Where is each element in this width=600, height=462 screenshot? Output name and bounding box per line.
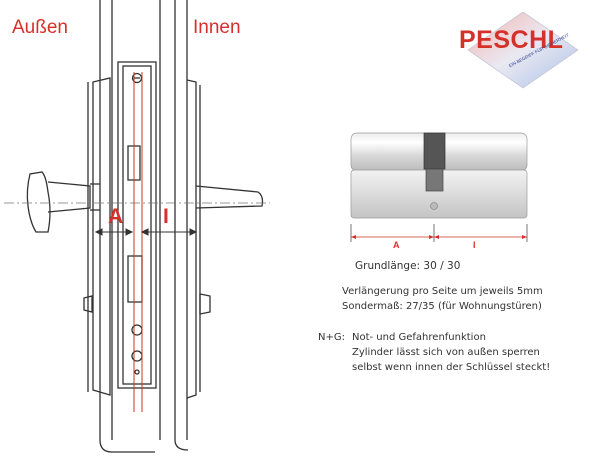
ng-line: Not- und Gefahrenfunktion bbox=[352, 332, 486, 343]
outer-knob bbox=[26, 171, 51, 233]
dimension-a-label: A bbox=[108, 205, 124, 228]
inner-escutcheon bbox=[186, 79, 197, 399]
extension-text: Verlängerung pro Seite um jeweils 5mm bbox=[342, 286, 543, 297]
inside-label: Innen bbox=[193, 17, 241, 38]
cylinder-cam bbox=[423, 132, 446, 170]
door-leaf-left-edge bbox=[99, 0, 155, 453]
lock-forend bbox=[117, 61, 157, 389]
door-leaf-right-edge bbox=[174, 0, 189, 451]
logo-diamond-icon bbox=[467, 11, 579, 89]
special-size-text: Sondermaß: 27/35 (für Wohnungstüren) bbox=[342, 301, 542, 312]
brand-name: PESCHL bbox=[459, 26, 564, 54]
dimension-i-label: I bbox=[163, 205, 169, 228]
peschl-logo bbox=[467, 11, 579, 89]
inner-handle bbox=[195, 185, 264, 209]
outer-escutcheon bbox=[92, 77, 111, 396]
cylinder-hole bbox=[127, 255, 143, 303]
ng-label: N+G: bbox=[318, 332, 345, 343]
cylinder-label-a: A bbox=[393, 240, 400, 250]
ng-line: Zylinder lässt sich von außen sperren bbox=[352, 347, 540, 358]
outside-label: Außen bbox=[12, 17, 68, 38]
ng-line: selbst wenn innen der Schlüssel steckt! bbox=[352, 362, 551, 373]
cylinder-drawing bbox=[350, 132, 528, 242]
cylinder-label-i: I bbox=[473, 240, 476, 250]
base-length-text: Grundlänge: 30 / 30 bbox=[355, 260, 461, 272]
door-section-drawing bbox=[4, 0, 270, 453]
fixing-screw-hole bbox=[430, 202, 438, 210]
